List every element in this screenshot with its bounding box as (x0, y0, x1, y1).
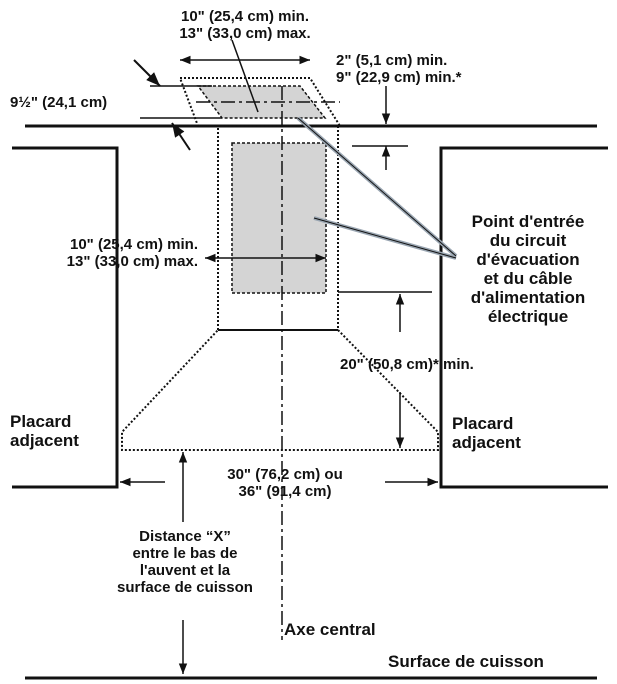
cooking-surface-label: Surface de cuisson (388, 652, 544, 671)
top-duct-zone (196, 85, 327, 119)
right-cabinet-outline (439, 146, 608, 489)
hood-width-label: 30" (76,2 cm) ou 36" (91,4 cm) (227, 466, 343, 500)
left-cabinet-outline (12, 146, 119, 489)
top-width-label: 10" (25,4 cm) min. 13" (33,0 cm) max. (179, 8, 311, 42)
entry-zone (231, 142, 327, 294)
offset-label: 9½" (24,1 cm) (10, 94, 108, 111)
center-axis-label: Axe central (284, 620, 376, 639)
cabinet-left-label: Placard adjacent (10, 412, 79, 450)
cabinet-right-label: Placard adjacent (452, 414, 521, 452)
height-label: 20" (50,8 cm)* min. (340, 356, 474, 373)
chimney-upper (178, 77, 342, 127)
zone-width-label: 10" (25,4 cm) min. 13" (33,0 cm) max. (66, 236, 198, 270)
distance-x-label: Distance “X” entre le bas de l'auvent et… (117, 528, 253, 596)
hood-canopy (121, 329, 439, 451)
depth-label: 2" (5,1 cm) min. 9" (22,9 cm) min.* (336, 52, 462, 86)
entry-point-label: Point d'entrée du circuit d'évacuation e… (470, 212, 586, 326)
